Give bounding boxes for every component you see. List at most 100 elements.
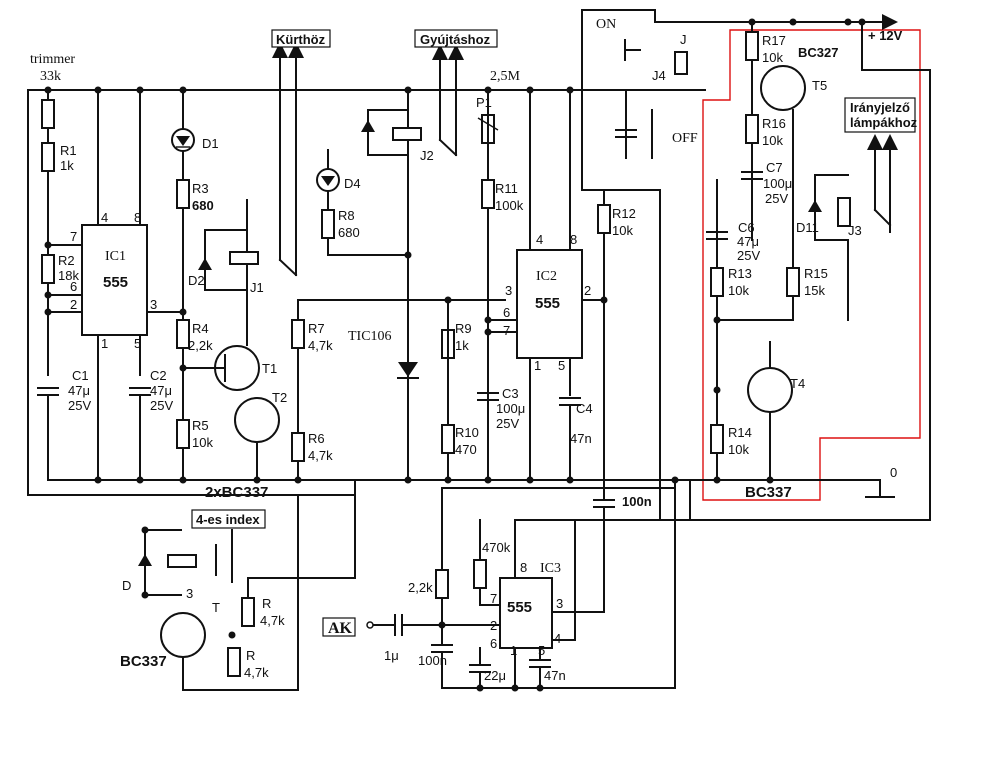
ic2-pin3: 3 <box>505 283 512 298</box>
ic1: IC1 555 4 8 7 6 2 3 1 5 <box>47 89 184 481</box>
junction-dots <box>44 18 866 692</box>
r-a-label: R <box>262 596 271 611</box>
turn-signal: R17 10k BC327 T5 R16 10k C7 100μ 25V C6 … <box>706 21 918 501</box>
r7-label: R7 <box>308 321 325 336</box>
j4-label: J4 <box>652 68 666 83</box>
c7-label: C7 <box>766 160 783 175</box>
r15-label: R15 <box>804 266 828 281</box>
plus12v-label: + 12V <box>868 28 903 43</box>
r6-label: R6 <box>308 431 325 446</box>
t1-label: T1 <box>262 361 277 376</box>
r1-value: 1k <box>60 158 74 173</box>
j1-label: J1 <box>250 280 264 295</box>
d1-label: D1 <box>202 136 219 151</box>
c7-voltage: 25V <box>765 191 788 206</box>
c-100n-b-value: 100n <box>418 653 447 668</box>
ic2-timing: 2,5M P1 R11 100k R9 1k R10 470 C3 100μ 2… <box>441 69 652 509</box>
ic2-name: IC2 <box>536 269 557 284</box>
t-label: T <box>212 600 220 615</box>
r17-value: 10k <box>762 50 783 65</box>
ic2-pin7: 7 <box>503 323 510 338</box>
r-a-value: 4,7k <box>260 613 285 628</box>
horn-driver: D1 R3 680 R4 2,2k R5 10k T1 T2 2xBC337 D… <box>171 29 331 501</box>
r15-value: 15k <box>804 283 825 298</box>
r1-label: R1 <box>60 143 77 158</box>
c6-value: 47μ <box>737 234 759 249</box>
r3-label: R3 <box>192 181 209 196</box>
tic106-label: TIC106 <box>348 329 392 344</box>
c1-label: C1 <box>72 368 89 383</box>
ic1-pin2: 2 <box>70 297 77 312</box>
r13-value: 10k <box>728 283 749 298</box>
d2-label: D2 <box>188 273 205 288</box>
c2-label: C2 <box>150 368 167 383</box>
c6-label: C6 <box>738 220 755 235</box>
power-switch: ON OFF J J4 + 12V <box>596 17 903 159</box>
ic2-pin6: 6 <box>503 305 510 320</box>
r14-value: 10k <box>728 442 749 457</box>
r-b-label: R <box>246 648 255 663</box>
r10-label: R10 <box>455 425 479 440</box>
gyujtashoz-label: Gyújtáshoz <box>420 32 491 47</box>
ic3-pin3: 3 <box>556 596 563 611</box>
trimmer-label: trimmer <box>30 52 75 67</box>
c-47n-value: 47n <box>544 668 566 683</box>
bc327-label: BC327 <box>798 45 838 60</box>
ic1-pin3: 3 <box>150 297 157 312</box>
r13-label: R13 <box>728 266 752 281</box>
c-100n-label: 100n <box>622 494 652 509</box>
ic1-pin5: 5 <box>134 336 141 351</box>
c3-label: C3 <box>502 386 519 401</box>
iranyjelzo-line2: lámpákhoz <box>850 115 918 130</box>
red-outline <box>702 29 921 501</box>
j-relay-label: J <box>680 32 687 47</box>
ic1-name: IC1 <box>105 249 126 264</box>
ic2-pin1: 1 <box>534 358 541 373</box>
ic1-pin8: 8 <box>134 210 141 225</box>
r14-label: R14 <box>728 425 752 440</box>
ic3-pin7: 7 <box>490 591 497 606</box>
iranyjelzo-line1: Irányjelző <box>850 100 910 115</box>
r2-label: R2 <box>58 253 75 268</box>
r12-label: R12 <box>612 206 636 221</box>
ic3-block: IC3 555 8 7 2 6 3 4 1 5 470k 2,2k 100n <box>322 479 691 689</box>
ic3-part: 555 <box>507 599 532 616</box>
r-22k-value: 2,2k <box>408 580 433 595</box>
r8-value: 680 <box>338 225 360 240</box>
off-label: OFF <box>672 131 698 146</box>
ic3-pin1: 1 <box>510 643 517 658</box>
ic3-pin6: 6 <box>490 636 497 651</box>
r7-value: 4,7k <box>308 338 333 353</box>
ic1-timing: R1 1k R2 18k trimmer 33k C1 47μ 25V C2 4… <box>30 52 173 481</box>
c6-voltage: 25V <box>737 248 760 263</box>
c1-voltage: 25V <box>68 398 91 413</box>
r8-label: R8 <box>338 208 355 223</box>
p1-value: 2,5M <box>490 69 521 84</box>
index-label: 4-es index <box>196 512 260 527</box>
c7-value: 100μ <box>763 176 792 191</box>
trimmer-value: 33k <box>40 69 61 84</box>
ic3-pin4: 4 <box>554 631 561 646</box>
r-470k-value: 470k <box>482 540 511 555</box>
r12-value: 10k <box>612 223 633 238</box>
index-relay: 4-es index D 3 T BC337 R 4,7k R 4,7k <box>120 479 356 691</box>
r10-value: 470 <box>455 442 477 457</box>
ic2-pin2: 2 <box>584 283 591 298</box>
ic1-pin6: 6 <box>70 279 77 294</box>
d-label: D <box>122 578 131 593</box>
r9-value: 1k <box>455 338 469 353</box>
r4-value: 2,2k <box>188 338 213 353</box>
r3-value: 680 <box>192 198 214 213</box>
j3-label: J3 <box>848 223 862 238</box>
r16-label: R16 <box>762 116 786 131</box>
c-1u-value: 1μ <box>384 648 399 663</box>
r4-label: R4 <box>192 321 209 336</box>
bc337-t4-label: BC337 <box>745 484 792 501</box>
ic3-pin8: 8 <box>520 560 527 575</box>
j2-label: J2 <box>420 148 434 163</box>
r6-value: 4,7k <box>308 448 333 463</box>
zero-label: 0 <box>890 465 897 480</box>
ic2-pin4: 4 <box>536 232 543 247</box>
c2-value: 47μ <box>150 383 172 398</box>
